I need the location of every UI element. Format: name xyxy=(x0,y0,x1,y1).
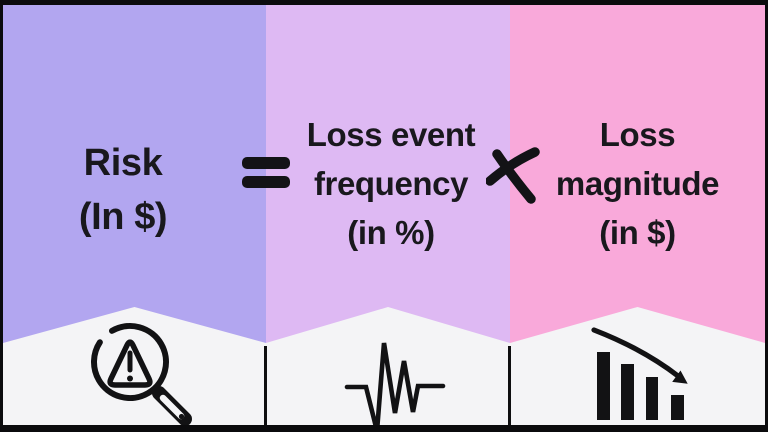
equals-operator: = xyxy=(242,157,290,188)
multiply-operator: × xyxy=(485,147,540,210)
loss-event-frequency-line: Loss event xyxy=(306,116,476,153)
loss-event-frequency-line: (in %) xyxy=(347,214,435,251)
loss-magnitude-line: (in $) xyxy=(599,214,676,251)
risk-label-line: Risk xyxy=(83,142,163,184)
infographic-canvas: Risk (In $) Loss event frequency (in %) … xyxy=(3,5,765,425)
risk-label: Risk (In $) xyxy=(3,136,243,244)
loss-event-frequency-label: Loss event frequency (in %) xyxy=(269,110,513,257)
multiply-icon xyxy=(485,147,540,204)
loss-magnitude-line: Loss xyxy=(599,116,676,153)
risk-label-line: (In $) xyxy=(78,196,168,238)
panel-loss-magnitude xyxy=(510,5,765,343)
loss-event-frequency-line: frequency xyxy=(313,165,469,202)
equals-bar xyxy=(242,157,290,169)
panel-risk xyxy=(3,5,266,343)
panel-loss-event-frequency xyxy=(266,5,510,343)
bar-chart-decline-icon xyxy=(591,327,688,420)
loss-magnitude-line: magnitude xyxy=(555,165,720,202)
equals-bar xyxy=(242,176,290,188)
magnifier-warning-icon xyxy=(91,323,192,425)
waveform-icon xyxy=(344,342,446,425)
panel-divider xyxy=(264,346,267,425)
equals-symbol-text: = xyxy=(241,187,242,188)
panel-divider xyxy=(508,346,511,425)
loss-magnitude-label: Loss magnitude (in $) xyxy=(510,110,765,257)
